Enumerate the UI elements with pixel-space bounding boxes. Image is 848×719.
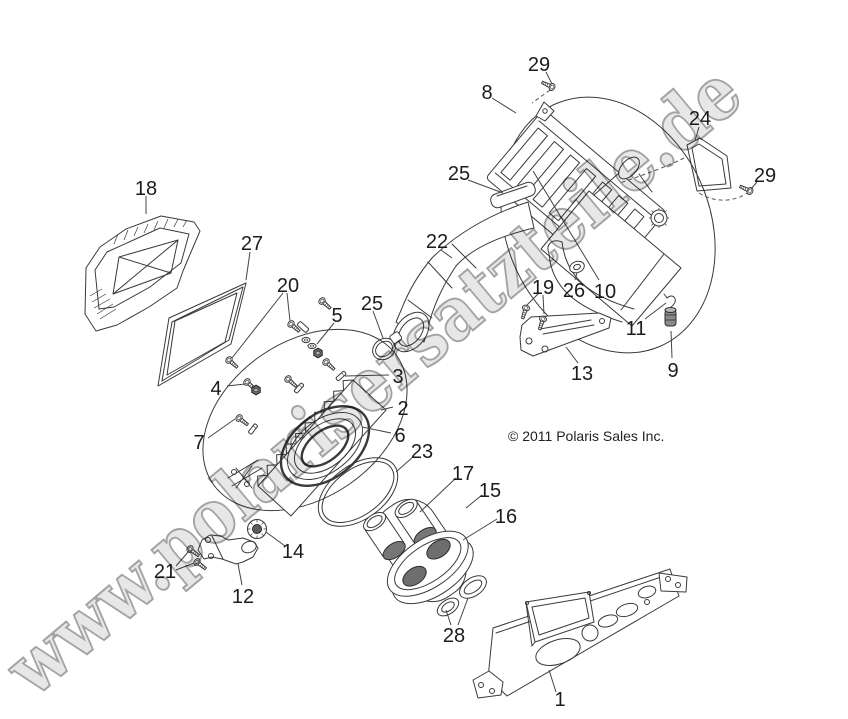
callout-12: 12: [232, 586, 254, 608]
screw: [317, 295, 334, 312]
leader-lines: [145, 71, 758, 693]
callout-25-b: 25: [361, 293, 383, 315]
callout-9: 9: [667, 360, 678, 382]
airbox-base: [257, 379, 387, 517]
grommet: [436, 597, 460, 617]
screw: [192, 556, 209, 573]
screw: [518, 303, 531, 321]
screw: [283, 373, 300, 390]
grommet: [569, 260, 585, 274]
screw: [234, 412, 251, 429]
grommet: [459, 575, 487, 599]
callout-23: 23: [411, 441, 433, 463]
silencer-assembly: [486, 96, 716, 354]
callout-29-a: 29: [528, 54, 550, 76]
callout-7: 7: [193, 432, 204, 454]
sensor-boss: [650, 209, 668, 227]
spacer-pin: [247, 422, 259, 436]
alignment-dash: [698, 192, 748, 201]
callout-labels: 1 2 3 4 5 6 7 8 9 10 11 12 13 14 15 16 1…: [135, 54, 776, 711]
base-arm: [227, 459, 263, 489]
seal-ring: [279, 405, 371, 487]
shield-mount-tab: [535, 101, 555, 122]
callout-19: 19: [532, 277, 554, 299]
screw: [540, 78, 557, 92]
callout-4: 4: [210, 378, 221, 400]
airbox-cover: [84, 215, 201, 332]
air-filter: [157, 282, 247, 387]
callout-8: 8: [481, 82, 492, 104]
callout-22: 22: [426, 231, 448, 253]
inlet-port: [618, 156, 640, 180]
snorkel-base: [386, 530, 474, 605]
nut: [313, 347, 323, 359]
callout-20: 20: [277, 275, 299, 297]
callout-14: 14: [282, 541, 304, 563]
callout-13: 13: [571, 363, 593, 385]
hose-clamp: [490, 181, 536, 209]
callout-1: 1: [554, 689, 565, 711]
airbox-base-assembly: [202, 328, 408, 517]
assembly-balloon: [202, 328, 408, 512]
callout-27: 27: [241, 233, 263, 255]
support-bracket: [519, 312, 612, 357]
serrated-flange: [257, 379, 354, 487]
plate-center-box: [525, 591, 595, 643]
callout-26: 26: [563, 280, 585, 302]
callout-21: 21: [154, 561, 176, 583]
mounting-plate: [472, 568, 688, 699]
callout-29-b: 29: [754, 165, 776, 187]
assembly-balloon: [500, 96, 716, 354]
screw: [321, 356, 338, 373]
rubber-bumper: [664, 307, 677, 327]
callout-11: 11: [626, 318, 647, 340]
mounting-bracket: [197, 534, 259, 565]
callout-15: 15: [479, 480, 501, 502]
washer: [307, 342, 317, 350]
callout-2: 2: [397, 398, 408, 420]
callout-16: 16: [495, 506, 517, 528]
callout-28: 28: [443, 625, 465, 647]
snorkel-assembly: [363, 498, 474, 605]
callout-24: 24: [689, 108, 711, 130]
knurled-cap: [247, 519, 267, 539]
duct-outlet: [392, 311, 430, 353]
callout-17: 17: [452, 463, 474, 485]
callout-5: 5: [331, 305, 342, 327]
gasket: [686, 137, 732, 192]
alignment-dash: [531, 89, 551, 104]
callout-10: 10: [594, 281, 616, 303]
intake-duct: [392, 201, 535, 353]
nut: [251, 384, 261, 396]
callout-6: 6: [394, 425, 405, 447]
copyright-text: © 2011 Polaris Sales Inc.: [508, 428, 664, 444]
callout-18: 18: [135, 178, 157, 200]
callout-25-a: 25: [448, 163, 470, 185]
washer: [301, 336, 311, 344]
snorkel-tube: [363, 511, 406, 561]
spacer: [296, 321, 310, 333]
hose-clamp: [372, 331, 403, 361]
callout-3: 3: [392, 366, 403, 388]
spacer-pin: [335, 370, 347, 382]
